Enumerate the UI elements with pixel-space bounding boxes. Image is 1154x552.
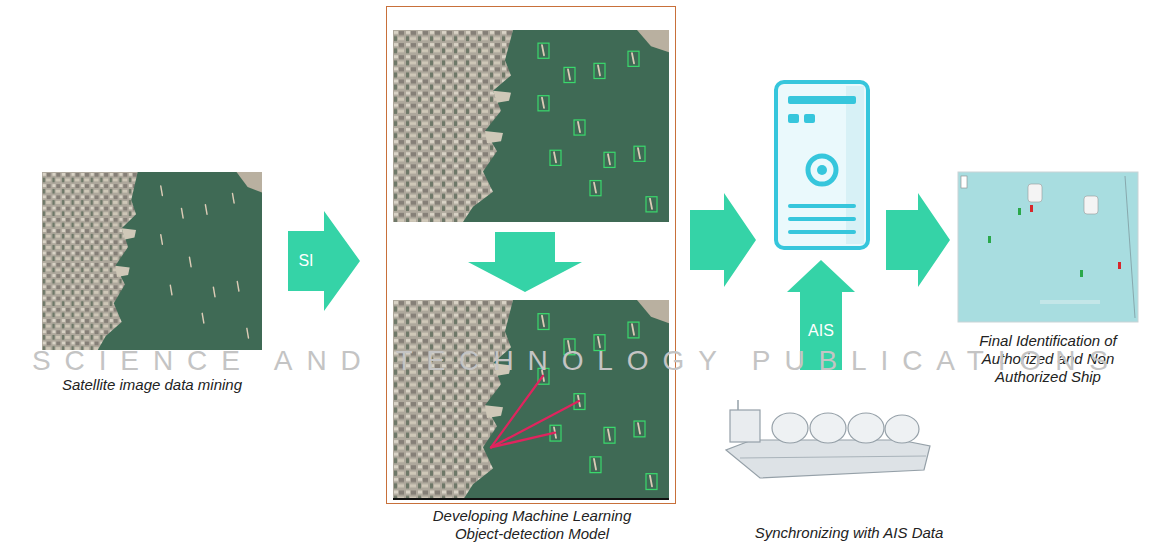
art-shape: [634, 146, 645, 161]
art-shape: [788, 114, 799, 123]
art-shape: [646, 197, 657, 212]
art-shape: [790, 206, 854, 232]
art-shape: [730, 410, 760, 442]
art-shape: [885, 415, 919, 443]
art-shape: [564, 67, 575, 82]
art-shape: [988, 236, 991, 243]
art-shape: [594, 63, 605, 78]
arrow-label: SI: [298, 252, 313, 270]
image-panel: Satellite image data mining: [42, 172, 262, 350]
art-shape: [737, 400, 739, 410]
art-shape: [491, 433, 555, 448]
block-arrow: [690, 193, 756, 287]
art-shape: [628, 322, 639, 338]
art-shape: [628, 51, 639, 66]
block-arrow: [288, 211, 360, 311]
map-panel: Final Identification of Authorized and N…: [958, 172, 1138, 322]
art-shape: [574, 120, 585, 135]
model-box: Developing Machine Learning Object-detec…: [386, 6, 676, 504]
detected-image: [393, 30, 669, 222]
art-shape: [740, 456, 926, 458]
art-shape: [958, 172, 1138, 322]
art-shape: [848, 413, 884, 443]
distance-lines: [491, 376, 579, 448]
ship-illustration: [726, 400, 930, 478]
art-shape: [788, 96, 856, 104]
art-shape: [817, 165, 827, 175]
tracked-image: [393, 300, 669, 500]
block-arrow: [886, 193, 950, 287]
art-shape: [538, 43, 549, 58]
down-arrow: [468, 232, 582, 292]
art-shape: [42, 172, 262, 350]
ship-panel: Synchronizing with AIS Data: [720, 395, 930, 520]
server-node: [770, 78, 872, 255]
caption: Synchronizing with AIS Data: [729, 524, 969, 542]
map-image: [958, 172, 1138, 322]
art-shape: [491, 401, 579, 447]
art-shape: [646, 474, 657, 490]
caption: Satellite image data mining: [32, 376, 272, 394]
art-shape: [634, 421, 645, 437]
art-shape: [1040, 300, 1100, 304]
art-shape: [1018, 208, 1021, 215]
detection-boxes: [538, 314, 657, 490]
art-shape: [604, 152, 615, 167]
art-shape: [590, 457, 601, 473]
art-shape: [961, 176, 967, 188]
art-shape: [604, 427, 615, 443]
art-shape: [726, 440, 930, 478]
art-shape: [393, 30, 669, 222]
art-shape: [590, 181, 601, 196]
server-icon: [776, 82, 868, 248]
art-shape: [538, 96, 549, 111]
art-shape: [790, 217, 854, 221]
art-shape: [1080, 270, 1083, 277]
art-shape: [1118, 262, 1121, 269]
art-shape: [790, 230, 854, 234]
satellite-image: [42, 172, 262, 350]
arrow-label: AIS: [808, 322, 834, 340]
art-shape: [776, 82, 868, 248]
detection-boxes: [538, 43, 657, 212]
art-shape: [810, 413, 846, 443]
caption: Developing Machine Learning Object-detec…: [414, 507, 650, 543]
art-shape: [790, 204, 854, 208]
image-edge: [393, 498, 669, 500]
art-shape: [1084, 196, 1098, 214]
watermark: SCIENCE AND TECHNOLOGY PUBLICATIONS: [32, 346, 1122, 376]
art-shape: [1125, 176, 1135, 318]
art-shape: [1030, 205, 1033, 212]
art-shape: [808, 156, 836, 184]
art-shape: [538, 314, 549, 330]
art-shape: [772, 413, 808, 443]
art-shape: [804, 114, 815, 123]
art-shape: [393, 300, 669, 500]
art-shape: [1028, 184, 1042, 202]
art-shape: [550, 150, 561, 165]
